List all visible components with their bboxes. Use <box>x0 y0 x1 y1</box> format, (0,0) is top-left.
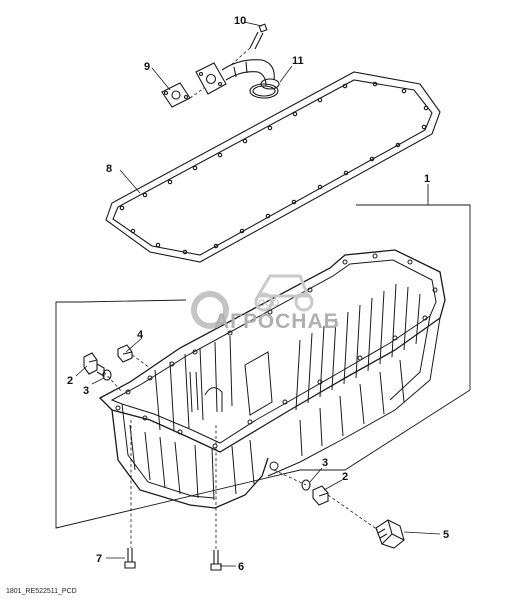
callout-8: 8 <box>106 163 112 175</box>
oil-pickup-tube <box>161 59 280 108</box>
watermark-main-text: АГРОСНАБ <box>214 310 340 333</box>
callout-7: 7 <box>96 553 102 565</box>
washer-right <box>301 479 311 491</box>
washer-left <box>102 369 112 381</box>
sensor-5 <box>375 519 405 549</box>
callout-4: 4 <box>137 329 144 341</box>
callout-3-right: 3 <box>322 457 328 469</box>
oil-pan-flange-holes <box>115 253 438 449</box>
bolt-6 <box>210 550 222 571</box>
callout-9: 9 <box>144 61 150 73</box>
callout-2-right: 2 <box>342 471 348 483</box>
oil-pan-gasket <box>105 71 441 263</box>
callout-10: 10 <box>234 15 246 27</box>
callout-3-left: 3 <box>83 385 89 397</box>
callouts: 10 9 11 8 1 4 2 3 3 2 5 7 6 <box>67 15 449 573</box>
drain-plug-right <box>312 485 329 506</box>
o-ring-11 <box>249 83 279 99</box>
bolt-7 <box>124 548 136 569</box>
callout-2-left: 2 <box>67 375 73 387</box>
bolt-10 <box>249 23 268 50</box>
oil-pan <box>98 249 446 509</box>
drain-plug-left <box>83 352 105 377</box>
drawing-code: 1801_RE522511_PCD <box>6 588 77 595</box>
leader-lines <box>75 21 441 567</box>
callout-6: 6 <box>238 561 244 573</box>
watermark: ООО АГРОСНАБ <box>191 274 340 333</box>
callout-1: 1 <box>424 173 430 185</box>
assembly-lines <box>103 47 379 550</box>
watermark-sub-text: ООО <box>258 298 279 308</box>
callout-5: 5 <box>443 529 449 541</box>
watermark-gear-icon <box>191 291 229 329</box>
part-1-bracket <box>55 184 471 529</box>
watermark-tractor-icon <box>254 274 314 312</box>
plug-4 <box>117 344 133 363</box>
callout-11: 11 <box>292 55 304 67</box>
